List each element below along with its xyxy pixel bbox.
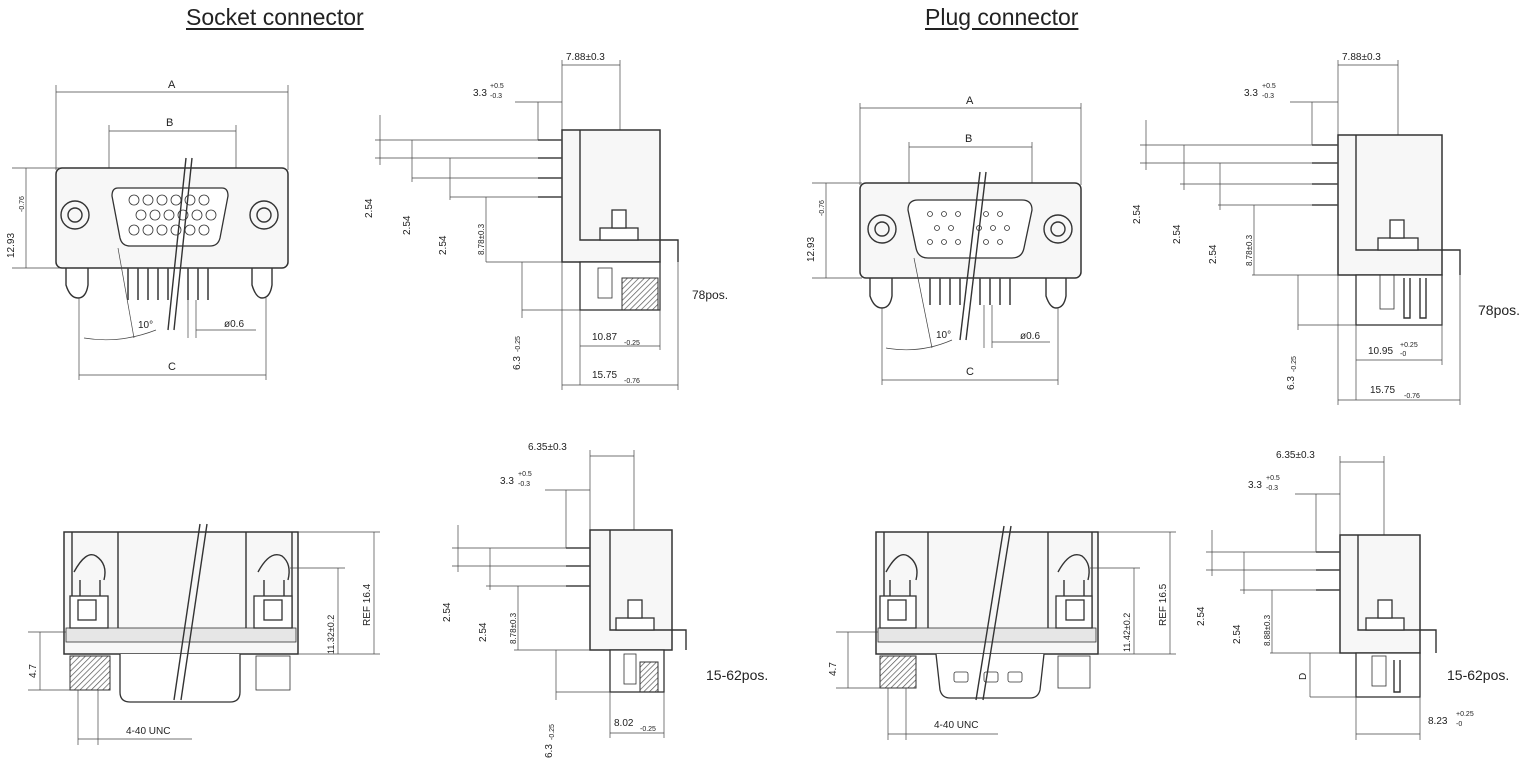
plug-bottom-side-dim-d: D (1298, 673, 1309, 680)
socket-bottom-side-pin-tol-minus: -0.3 (518, 481, 530, 488)
plug-78pos-label: 78pos. (1478, 302, 1521, 318)
socket-front-view-bottom: 4.7 11.32±0.2 REF 16.4 4-40 UNC (28, 523, 380, 745)
socket-bottom-side-offset: 6.35±0.3 (528, 442, 567, 453)
socket-side-view-top: 7.88±0.3 3.3 +0.5 -0.3 2.54 2.54 2.54 8.… (364, 52, 679, 390)
socket-side-pitch-1: 2.54 (364, 198, 375, 218)
plug-side-view-bottom: 6.35±0.3 3.3 +0.5 -0.3 2.54 2.54 8.88±0.… (1196, 450, 1474, 740)
plug-side-outer-width: 15.75 (1370, 385, 1395, 396)
socket-side-row-height: 8.78±0.3 (477, 223, 486, 255)
socket-front-dim-b: B (166, 117, 173, 129)
plug-bottom-ref-height: REF 16.5 (1158, 583, 1169, 626)
socket-bottom-screw-height: 11.32±0.2 (326, 615, 336, 654)
socket-side-pitch-3: 2.54 (438, 235, 449, 255)
plug-side-inner-width: 10.95 (1368, 346, 1393, 357)
plug-front-angle: 10° (936, 330, 951, 341)
plug-side-standoff: 6.3 (1286, 376, 1297, 390)
plug-side-row-height: 8.78±0.3 (1245, 234, 1254, 266)
socket-front-angle: 10° (138, 320, 153, 331)
plug-bottom-side-width-tol-plus: +0.25 (1456, 711, 1474, 718)
socket-bottom-side-width: 8.02 (614, 718, 634, 729)
plug-front-pin-dia: ø0.6 (1020, 331, 1040, 342)
plug-side-pin-tol-minus: -0.3 (1262, 93, 1274, 100)
plug-front-height: 12.93 (806, 237, 817, 262)
socket-bottom-side-pitch-1: 2.54 (442, 602, 453, 622)
socket-side-inner-tol: -0.25 (624, 340, 640, 347)
socket-1562pos-label: 15-62pos. (706, 667, 769, 683)
socket-front-pin-dia: ø0.6 (224, 319, 244, 330)
socket-side-outer-tol: -0.76 (624, 378, 640, 385)
plug-bottom-side-width: 8.23 (1428, 716, 1448, 727)
plug-front-view-top: A B ø0.6 10° 12.93 -0.76 (806, 95, 1082, 385)
socket-side-pitch-2: 2.54 (402, 215, 413, 235)
socket-front-view-top: A B ø0.6 10° 12.93 -0.76 (6, 79, 289, 380)
plug-side-offset: 7.88±0.3 (1342, 52, 1381, 63)
socket-bottom-thread: 4-40 UNC (126, 726, 170, 737)
socket-bottom-side-pin-tol-plus: +0.5 (518, 471, 532, 478)
plug-side-pitch-1: 2.54 (1132, 204, 1143, 224)
plug-side-pin-tol-plus: +0.5 (1262, 83, 1276, 90)
socket-side-inner-width: 10.87 (592, 332, 617, 343)
socket-heading: Socket connector (186, 4, 364, 30)
plug-bottom-thread: 4-40 UNC (934, 720, 978, 731)
plug-front-dim-c: C (966, 366, 974, 378)
plug-side-view-top: 7.88±0.3 3.3 +0.5 -0.3 2.54 2.54 2.54 8.… (1132, 52, 1461, 405)
plug-side-inner-tol-minus: -0 (1400, 351, 1406, 358)
plug-1562pos-label: 15-62pos. (1447, 667, 1510, 683)
socket-side-pin-tol-plus: +0.5 (490, 83, 504, 90)
socket-front-height: 12.93 (6, 233, 17, 258)
socket-side-standoff: 6.3 (512, 356, 523, 370)
socket-front-dim-c: C (168, 361, 176, 373)
plug-side-inner-tol-plus: +0.25 (1400, 342, 1418, 349)
socket-front-height-tol: -0.76 (19, 196, 26, 212)
socket-bottom-ref-height: REF 16.4 (362, 583, 373, 626)
plug-front-height-tol: -0.76 (819, 200, 826, 216)
socket-bottom-side-pitch-2: 2.54 (478, 622, 489, 642)
plug-side-pitch-2: 2.54 (1172, 224, 1183, 244)
socket-side-view-bottom: 6.35±0.3 3.3 +0.5 -0.3 2.54 2.54 8.78±0.… (442, 442, 687, 758)
socket-side-offset: 7.88±0.3 (566, 52, 605, 63)
plug-bottom-side-pin-tol-minus: -0.3 (1266, 485, 1278, 492)
plug-bottom-side-pitch-2: 2.54 (1232, 624, 1243, 644)
socket-78pos-label: 78pos. (692, 288, 729, 302)
socket-bottom-side-standoff-tol: -0.25 (549, 724, 556, 740)
socket-bottom-side-width-tol: -0.25 (640, 726, 656, 733)
socket-bottom-flange: 4.7 (28, 664, 39, 678)
plug-bottom-screw-height: 11.42±0.2 (1122, 613, 1132, 652)
plug-side-pin-len: 3.3 (1244, 88, 1258, 99)
plug-bottom-side-pitch-1: 2.54 (1196, 606, 1207, 626)
plug-bottom-side-pin-len: 3.3 (1248, 480, 1262, 491)
socket-side-pin-len: 3.3 (473, 88, 487, 99)
socket-side-outer-width: 15.75 (592, 370, 617, 381)
plug-front-view-bottom: 4.7 11.42±0.2 REF 16.5 4-40 UNC (828, 525, 1176, 740)
socket-bottom-side-pin-len: 3.3 (500, 476, 514, 487)
plug-bottom-side-offset: 6.35±0.3 (1276, 450, 1315, 461)
socket-side-standoff-tol: -0.25 (515, 336, 522, 352)
plug-bottom-flange: 4.7 (828, 662, 839, 676)
plug-side-standoff-tol: -0.25 (1291, 356, 1298, 372)
socket-front-dim-a: A (168, 79, 176, 91)
plug-front-dim-b: B (965, 133, 972, 145)
socket-side-pin-tol-minus: -0.3 (490, 93, 502, 100)
plug-front-dim-a: A (966, 95, 974, 107)
plug-side-outer-tol: -0.76 (1404, 393, 1420, 400)
plug-side-pitch-3: 2.54 (1208, 244, 1219, 264)
plug-bottom-side-pin-tol-plus: +0.5 (1266, 475, 1280, 482)
socket-bottom-side-standoff: 6.3 (544, 744, 555, 758)
plug-heading: Plug connector (925, 4, 1079, 30)
plug-bottom-side-width-tol-minus: -0 (1456, 721, 1462, 728)
socket-bottom-side-row-height: 8.78±0.3 (509, 612, 518, 644)
plug-bottom-side-row-height: 8.88±0.3 (1263, 614, 1272, 646)
